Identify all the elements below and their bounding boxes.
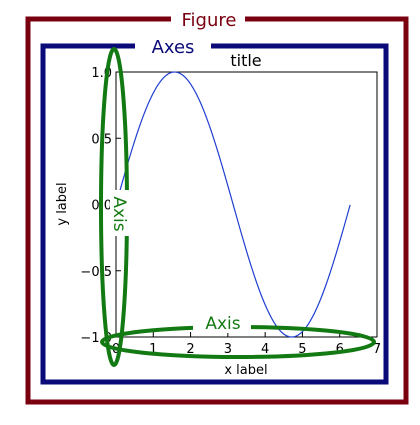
plot-area <box>115 71 378 338</box>
figure-label: Figure <box>182 10 237 31</box>
y-axis-label-backdrop <box>110 190 130 236</box>
x-tick-label: 2 <box>186 342 194 357</box>
x-tick-label: 1 <box>149 342 157 357</box>
axes-group: Axes <box>40 36 389 385</box>
plot-title: title <box>230 51 261 70</box>
x-axis-label: x label <box>224 363 267 378</box>
x-tick-label: 3 <box>224 342 232 357</box>
x-axis-annotation: Axis <box>100 313 376 359</box>
sine-curve <box>115 71 351 338</box>
x-tick-label: 6 <box>336 342 344 357</box>
axes-label-backdrop <box>135 36 211 58</box>
y-axis-annotation: Axis <box>99 47 130 367</box>
figure-group: Figure <box>25 9 409 405</box>
y-tick-label: −1.0 <box>80 331 112 346</box>
x-axis-annotation-label: Axis <box>205 314 240 334</box>
y-ticks: 1.00.50.0−0.5−1.0 <box>80 66 121 346</box>
y-axis-label: y label <box>55 182 70 225</box>
x-axis-label-backdrop <box>193 313 251 333</box>
x-tick-label: 5 <box>298 342 306 357</box>
x-tick-label: 4 <box>261 342 269 357</box>
x-tick-label: 7 <box>373 342 381 357</box>
axes-frame <box>40 43 389 385</box>
axes-label: Axes <box>152 37 195 58</box>
y-tick-label: −0.5 <box>80 265 112 280</box>
y-axis-annotation-label: Axis <box>109 196 129 231</box>
figure-label-backdrop <box>171 9 245 31</box>
